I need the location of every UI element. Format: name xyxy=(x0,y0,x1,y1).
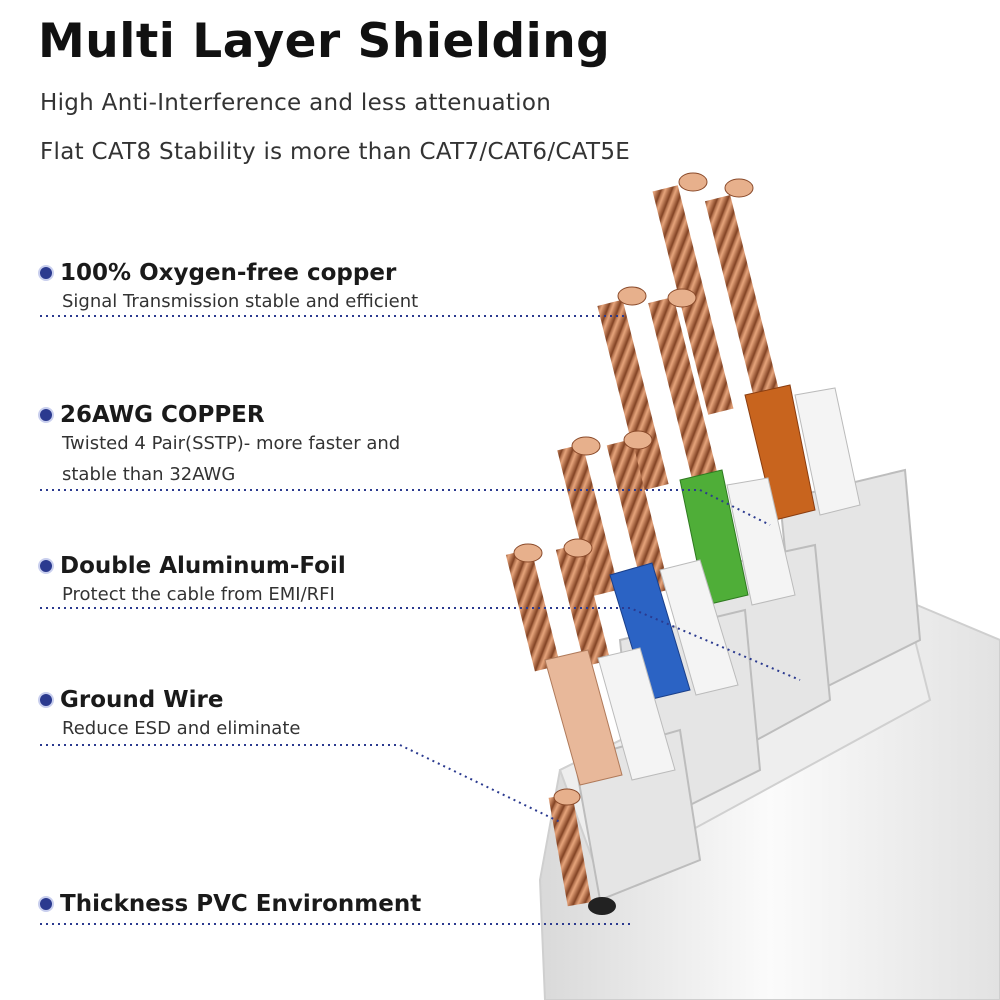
feature-description: Protect the cable from EMI/RFI xyxy=(62,584,335,605)
leader-line-ground xyxy=(40,744,561,823)
bullet-dot-icon xyxy=(38,407,54,423)
feature-double-aluminum-foil: Double Aluminum-Foil Protect the cable f… xyxy=(38,553,346,610)
feature-name: 26AWG COPPER xyxy=(60,402,265,428)
feature-name: Double Aluminum-Foil xyxy=(60,553,346,579)
feature-name: 100% Oxygen-free copper xyxy=(60,260,397,286)
feature-description: Reduce ESD and eliminate xyxy=(62,718,301,739)
subtitle-stability: Flat CAT8 Stability is more than CAT7/CA… xyxy=(40,139,631,165)
feature-description-line1: Twisted 4 Pair(SSTP)- more faster and xyxy=(62,433,401,454)
wire-pair-peach xyxy=(505,538,676,786)
subtitle-anti-interference: High Anti-Interference and less attenuat… xyxy=(40,90,552,116)
feature-description-line2: stable than 32AWG xyxy=(62,464,236,485)
leader-line-26awg xyxy=(40,489,771,526)
feature-thickness-pvc: Thickness PVC Environment xyxy=(38,891,421,917)
ground-wire xyxy=(548,788,616,915)
feature-description: Signal Transmission stable and efficient xyxy=(62,291,419,312)
leader-line-foil xyxy=(40,607,801,681)
wire-pair-blue xyxy=(557,430,739,701)
feature-name: Thickness PVC Environment xyxy=(60,891,422,917)
bullet-dot-icon xyxy=(38,896,54,912)
bullet-dot-icon xyxy=(38,692,54,708)
feature-26awg-copper: 26AWG COPPER Twisted 4 Pair(SSTP)- more … xyxy=(38,402,400,490)
feature-oxygen-free-copper: 100% Oxygen-free copper Signal Transmiss… xyxy=(38,260,418,317)
feature-name: Ground Wire xyxy=(60,687,224,713)
feature-ground-wire: Ground Wire Reduce ESD and eliminate xyxy=(38,687,300,744)
bullet-dot-icon xyxy=(38,265,54,281)
bullet-dot-icon xyxy=(38,558,54,574)
leader-lines xyxy=(40,315,801,925)
page-title: Multi Layer Shielding xyxy=(38,14,611,69)
